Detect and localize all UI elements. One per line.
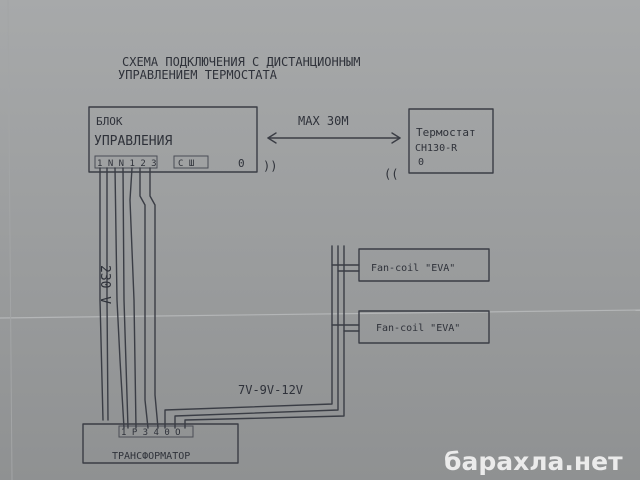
thermostat-box [408, 108, 494, 174]
thermostat-model: CH130-R [415, 143, 458, 154]
control-unit-terminal-labels-right: С Ш [178, 159, 194, 169]
control-unit: БЛОК УПРАВЛЕНИЯ 1 N N 1 2 3 С Ш 0 [88, 106, 258, 173]
control-unit-box [88, 106, 258, 173]
wire-speed-bus-2 [174, 245, 339, 429]
control-unit-terminal-block [94, 155, 158, 169]
control-unit-terminal-labels: 1 N N 1 2 3 [97, 159, 157, 169]
transformer-label: ТРАНСФОРМАТОР [112, 451, 190, 462]
fancoil-unit-2: Fan-coil "EVA" [358, 310, 490, 344]
transformer-terminal-block [118, 425, 194, 438]
distance-arrow-left-head [267, 132, 277, 144]
transformer-box [82, 423, 239, 464]
thermostat-label-line1: Термостат [416, 126, 476, 139]
wire-terminal-2 [122, 167, 129, 429]
wire-terminal-3 [129, 167, 137, 429]
control-unit-terminal-block-right [173, 155, 209, 169]
voltage-label: 230 V [97, 265, 112, 304]
wiring [99, 167, 360, 429]
paper-margin-line [7, 0, 13, 480]
fancoil-2-label: Fan-coil "EVA" [376, 323, 460, 334]
thermostat: Термостат CH130-R 0 [408, 108, 494, 174]
transformer: 1 P 3 4 0 О ТРАНСФОРМАТОР [82, 423, 239, 464]
diagram-title-line1: СХЕМА ПОДКЛЮЧЕНИЯ С ДИСТАНЦИОННЫМ [122, 55, 360, 69]
control-unit-label-line2: УПРАВЛЕНИЯ [94, 134, 172, 149]
diagram-title-line2: УПРАВЛЕНИЕМ ТЕРМОСТАТА [118, 68, 278, 82]
distance-arrow-right-head [391, 132, 401, 144]
wire-terminal-4 [139, 167, 149, 429]
thermostat-indicator: 0 [418, 157, 424, 168]
control-unit-indicator: 0 [238, 157, 245, 170]
wireless-signal-left: )) [263, 159, 277, 173]
distance-label: MAX 30M [298, 114, 349, 128]
wire-terminal-1 [114, 167, 125, 429]
wire-terminal-5 [149, 167, 159, 429]
wireless-signal-right: (( [384, 167, 398, 181]
watermark-text: барахла.нет [444, 447, 623, 476]
fancoil-2-box [358, 310, 490, 344]
transformer-terminal-labels: 1 P 3 4 0 О [121, 428, 181, 438]
fancoil-1-label: Fan-coil "EVA" [371, 263, 455, 274]
speed-voltage-label: 7V-9V-12V [238, 383, 303, 397]
wire-phase-230v [99, 167, 104, 421]
control-unit-label-line1: БЛОК [96, 115, 123, 128]
wire-neutral-230v [106, 167, 109, 421]
